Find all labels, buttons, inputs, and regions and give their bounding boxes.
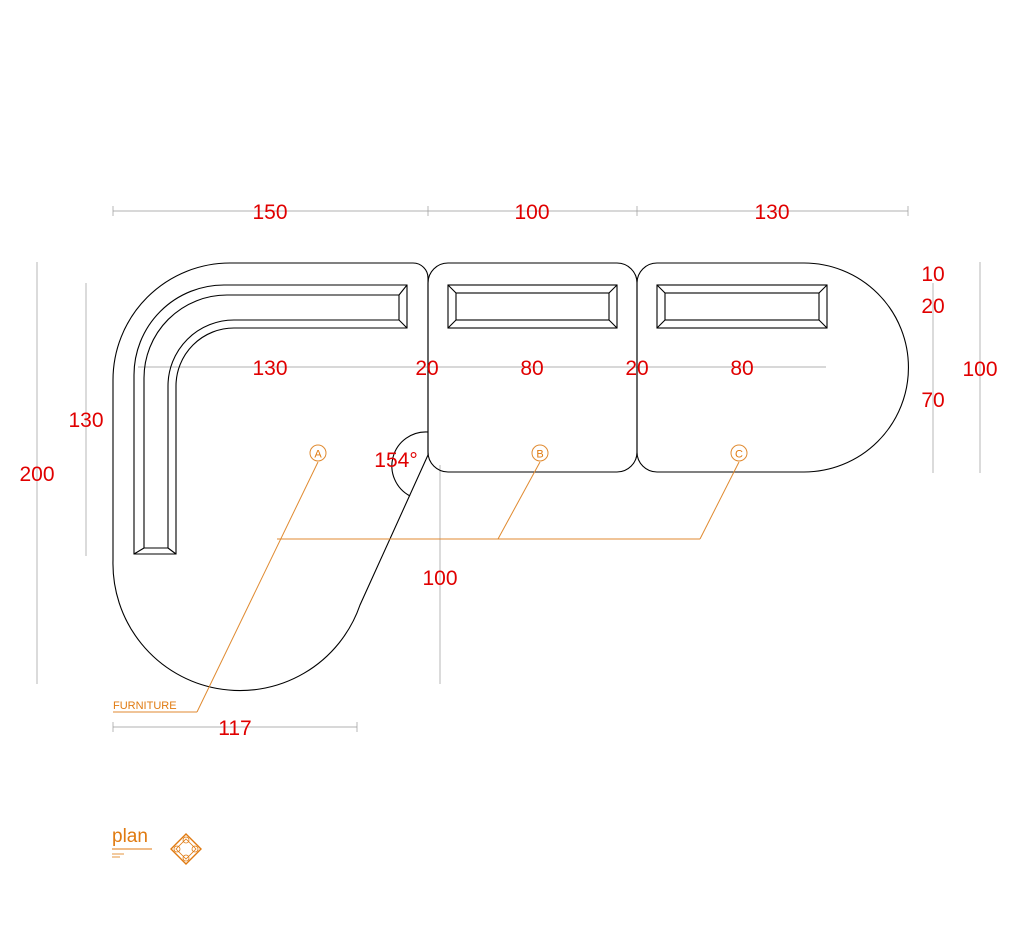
furniture-label: FURNITURE (113, 700, 177, 712)
dim-right-100: 100 (962, 358, 997, 381)
marker-c-circle (730, 444, 748, 462)
dim-inner-130: 130 (252, 357, 287, 380)
marker-a-label: A (314, 449, 322, 461)
module-a-outline (112, 262, 429, 692)
dim-inner-80a: 80 (520, 357, 543, 380)
dim-top-150: 150 (252, 201, 287, 224)
dim-top-130: 130 (754, 201, 789, 224)
annotation-leaders (113, 444, 748, 713)
marker-a-circle (309, 444, 327, 462)
marker-c-label: C (735, 449, 743, 461)
marker-b-circle (531, 444, 549, 462)
dim-right-10: 10 (921, 263, 944, 286)
plan-title: plan (112, 826, 148, 847)
dim-right-20: 20 (921, 295, 944, 318)
dim-left-130: 130 (68, 409, 103, 432)
dim-inner-20a: 20 (415, 357, 438, 380)
dim-top-100: 100 (514, 201, 549, 224)
marker-b-label: B (536, 449, 543, 461)
dim-inner-20b: 20 (625, 357, 648, 380)
dimension-lines (36, 206, 981, 732)
module-c-outline (636, 262, 909, 473)
compass-icon (170, 833, 202, 865)
dim-angle-154: 154° (374, 449, 417, 472)
dim-right-70: 70 (921, 389, 944, 412)
dim-inner-80b: 80 (730, 357, 753, 380)
dim-bottom-117: 117 (218, 717, 251, 740)
dim-left-200: 200 (19, 463, 54, 486)
dim-mid-100: 100 (422, 567, 457, 590)
plan-logo: plan (112, 826, 152, 858)
